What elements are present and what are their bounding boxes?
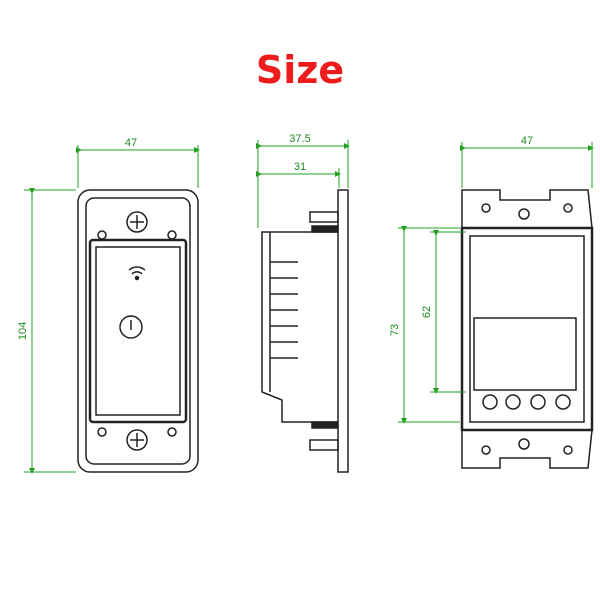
terminal-screw-icon bbox=[482, 394, 498, 410]
top-screw-icon bbox=[126, 211, 148, 233]
front-yoke bbox=[77, 189, 199, 473]
back-body bbox=[460, 226, 594, 432]
front-yoke-inner bbox=[85, 197, 191, 465]
back-width-label: 47 bbox=[521, 135, 533, 147]
back-body-inner bbox=[469, 235, 585, 423]
back-dimensions bbox=[398, 142, 594, 424]
bottom-screw-icon bbox=[126, 429, 148, 451]
side-depth-total-label: 37.5 bbox=[289, 133, 310, 145]
front-height-label: 104 bbox=[17, 322, 29, 340]
side-front-plate bbox=[337, 189, 349, 473]
back-yoke-bottom bbox=[461, 429, 593, 469]
side-body bbox=[261, 231, 338, 423]
terminal-screw-icon bbox=[505, 394, 521, 410]
corner-hole bbox=[97, 230, 107, 240]
terminal-screw-icon bbox=[530, 394, 546, 410]
side-dimensions bbox=[256, 140, 350, 228]
back-height-inner-label: 62 bbox=[421, 306, 433, 318]
side-yoke-tab bbox=[309, 211, 339, 223]
front-panel bbox=[88, 238, 188, 424]
touch-button-icon bbox=[119, 315, 143, 339]
side-view bbox=[261, 189, 349, 473]
back-yoke-hole bbox=[518, 208, 530, 220]
front-view bbox=[77, 189, 199, 473]
side-yoke-tab bbox=[309, 439, 339, 451]
back-yoke-hole bbox=[518, 438, 530, 450]
corner-hole bbox=[167, 427, 177, 437]
page-title: Size bbox=[255, 48, 345, 92]
terminal-screw-icon bbox=[555, 394, 571, 410]
front-panel-inner bbox=[95, 246, 181, 416]
corner-hole bbox=[97, 427, 107, 437]
wifi-icon bbox=[128, 266, 146, 281]
back-height-outer-label: 73 bbox=[389, 324, 401, 336]
front-dimensions bbox=[24, 145, 200, 474]
back-label-area bbox=[473, 317, 577, 391]
back-view bbox=[460, 189, 594, 469]
side-depth-body-label: 31 bbox=[294, 161, 306, 173]
front-width-label: 47 bbox=[125, 137, 137, 149]
corner-hole bbox=[167, 230, 177, 240]
